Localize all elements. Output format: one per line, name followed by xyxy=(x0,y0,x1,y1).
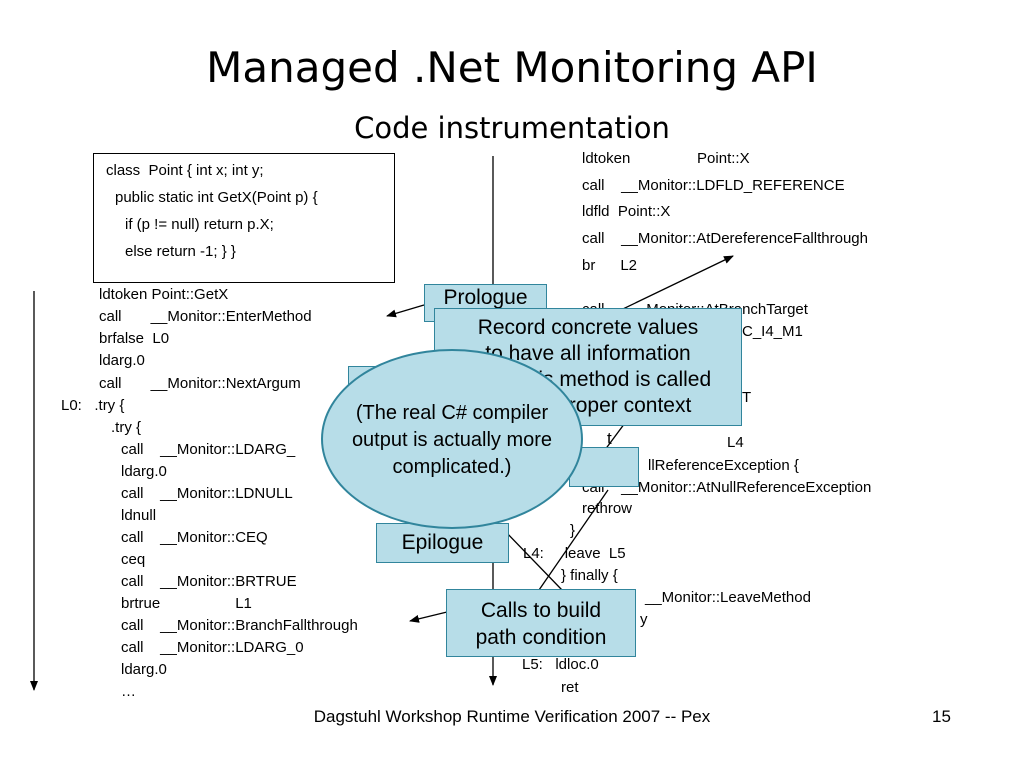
page-number: 15 xyxy=(932,707,951,726)
epilogue-label: Epilogue xyxy=(401,531,484,554)
code-line: brtrue L1 xyxy=(121,595,252,612)
code-line: ldarg.0 xyxy=(121,463,167,480)
source-line: public static int GetX(Point p) { xyxy=(115,189,318,206)
code-line: rethrow xyxy=(582,500,633,517)
slide-footer: Dagstuhl Workshop Runtime Verification 2… xyxy=(313,707,711,726)
code-line: y xyxy=(640,611,648,628)
path-condition-line-1 xyxy=(501,527,563,591)
compiler-note-oval: (The real C# compiler output is actually… xyxy=(321,349,583,529)
code-line: } finally { xyxy=(561,567,618,584)
code-line: } xyxy=(570,522,576,539)
code-line: call __Monitor::NextArgum xyxy=(99,375,301,392)
code-line: ldfld Point::X xyxy=(582,203,671,220)
compiler-note-text: (The real C# compiler output is actually… xyxy=(351,402,553,478)
source-line: if (p != null) return p.X; xyxy=(125,216,274,233)
code-line: L0: .try { xyxy=(61,397,125,414)
code-line: t xyxy=(607,429,612,448)
path-condition-arrow-left xyxy=(409,611,448,623)
source-code-box: class Point { int x; int y; public stati… xyxy=(93,153,395,283)
code-line: L4: leave L5 xyxy=(523,545,626,562)
source-line: class Point { int x; int y; xyxy=(106,162,264,179)
code-line: llReferenceException { xyxy=(648,457,799,474)
code-line: call __Monitor::AtDereferenceFallthrough xyxy=(582,230,868,247)
code-line: L4 xyxy=(727,434,744,451)
code-line: ret xyxy=(561,679,579,696)
code-line: call __Monitor::EnterMethod xyxy=(99,308,312,325)
code-line: … xyxy=(121,683,136,700)
prologue-arrow xyxy=(386,304,425,318)
code-line: call __Monitor::LDARG_0 xyxy=(121,639,304,656)
code-line: T xyxy=(742,389,752,406)
code-line: call __Monitor::LDFLD_REFERENCE xyxy=(582,177,845,194)
code-line: C_I4_M1 xyxy=(742,323,803,340)
code-line: L5: ldloc.0 xyxy=(522,656,599,673)
code-line: call __Monitor::LDARG_ xyxy=(121,441,296,458)
code-line: br L2 xyxy=(582,257,638,274)
code-line: ldarg.0 xyxy=(99,352,145,369)
code-line: ldtoken Point::X xyxy=(582,150,750,167)
code-line: call __Monitor::LDNULL xyxy=(121,485,293,502)
slide-subtitle: Code instrumentation xyxy=(354,111,670,145)
code-line: .try { xyxy=(111,419,142,436)
code-line: ldarg.0 xyxy=(121,661,167,678)
slide-title: Managed .Net Monitoring API xyxy=(206,43,818,92)
path-condition-line-2 xyxy=(538,489,609,591)
code-line: call __Monitor::BRTRUE xyxy=(121,573,297,590)
path-condition-callout: Calls to build path condition xyxy=(446,589,636,657)
code-line: ceq xyxy=(121,551,146,568)
code-line: call __Monitor::CEQ xyxy=(121,529,268,546)
code-line: ldnull xyxy=(121,507,157,524)
source-line: else return -1; } } xyxy=(125,243,236,260)
code-line: brfalse L0 xyxy=(99,330,170,347)
epilogue-callout: Epilogue xyxy=(376,523,509,563)
prologue-label: Prologue xyxy=(443,286,528,309)
code-line: __Monitor::LeaveMethod xyxy=(645,589,811,606)
code-line: call __Monitor::BranchFallthrough xyxy=(121,617,358,634)
code-line: ldtoken Point::GetX xyxy=(99,286,229,303)
